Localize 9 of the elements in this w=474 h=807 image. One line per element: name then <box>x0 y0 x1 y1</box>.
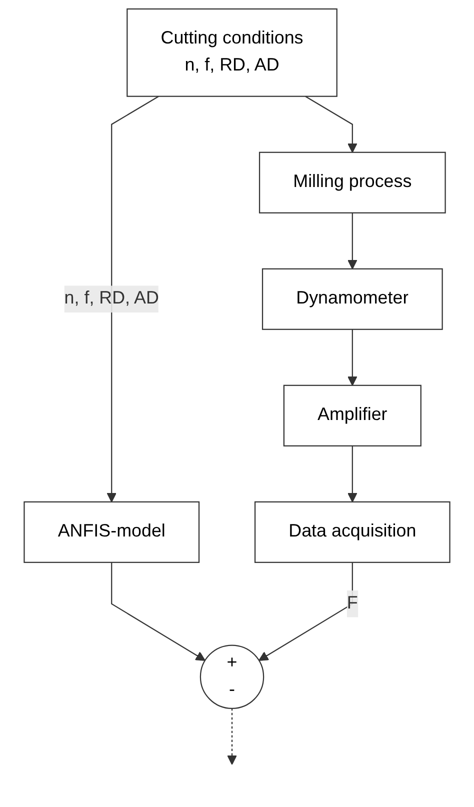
process-box: Dynamometer <box>262 268 443 330</box>
process-box: Amplifier <box>283 384 422 446</box>
summing-junction: + - <box>200 644 264 709</box>
process-box: Milling process <box>258 152 446 214</box>
process-box: Cutting conditions n, f, RD, AD <box>126 8 338 97</box>
process-box: ANFIS-model <box>24 501 200 563</box>
edge-label: n, f, RD, AD <box>64 286 159 313</box>
process-box: Data acquisition <box>254 501 450 563</box>
edge-label: F <box>346 590 358 618</box>
